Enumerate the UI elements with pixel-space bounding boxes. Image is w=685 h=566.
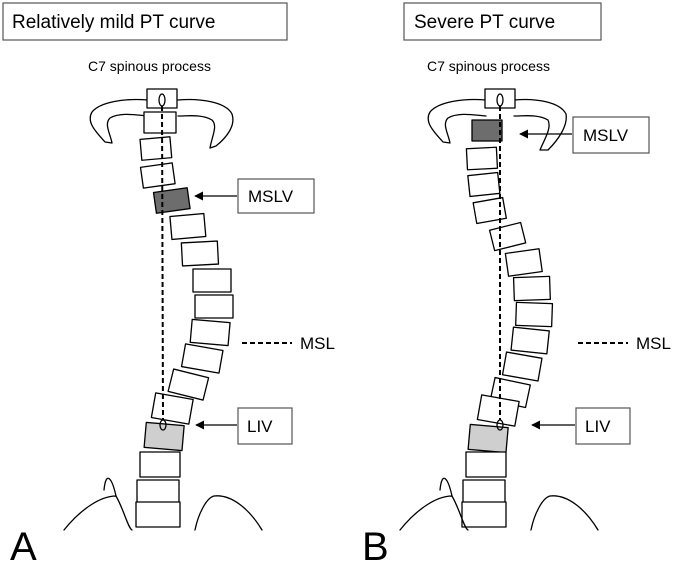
- vertebra: [135, 501, 181, 528]
- mslv-vertebra: [152, 187, 191, 214]
- vertebra: [467, 171, 501, 198]
- mslv-label-box-a: [237, 178, 315, 214]
- pelvis-left-icon: [399, 495, 469, 531]
- rib-left-icon: [89, 98, 149, 144]
- rib-right-icon: [177, 98, 234, 149]
- pelvis-right-icon: [194, 495, 263, 531]
- vertebra: [465, 451, 507, 478]
- vertebra: [461, 501, 507, 528]
- vertebra: [167, 368, 210, 401]
- mslv-vertebra: [471, 119, 503, 142]
- vertebra: [136, 479, 180, 506]
- vertebra: [504, 248, 543, 277]
- vertebra: [501, 351, 543, 382]
- vertebra: [488, 221, 527, 252]
- panel-a-title: Relatively mild PT curve: [12, 12, 215, 33]
- rib-left-icon: [427, 98, 487, 144]
- pelvis-right-icon: [530, 495, 599, 531]
- c7-plumb-line: [161, 105, 164, 421]
- liv-label-a: LIV: [247, 417, 273, 436]
- mslv-label-box-b: [572, 116, 650, 154]
- vertebra: [512, 275, 551, 302]
- panel-a-title-box: [2, 2, 288, 41]
- mslv-label-a: MSLV: [248, 187, 294, 206]
- vertebra: [180, 240, 220, 267]
- liv-vertebra: [467, 423, 509, 454]
- vertebra: [462, 479, 506, 506]
- vertebra: [180, 343, 224, 374]
- panel-a-c7-label: C7 spinous process: [88, 58, 211, 74]
- panel-b-title-box: [403, 2, 602, 41]
- vertebra: [150, 392, 194, 425]
- msl-label-a: MSL: [300, 334, 335, 353]
- pelvis-left-icon: [63, 495, 133, 531]
- liv-label-b: LIV: [585, 417, 611, 436]
- spine-column-a: [135, 88, 234, 528]
- spine-column-b: [461, 88, 554, 528]
- panel-a: Relatively mild PT curve C7 spinous proc…: [2, 2, 335, 566]
- vertebra: [465, 146, 499, 171]
- vertebra: [139, 451, 181, 478]
- panel-b-title: Severe PT curve: [414, 12, 555, 33]
- vertebra: [189, 318, 231, 347]
- vertebra: [143, 111, 177, 134]
- vertebra: [146, 88, 178, 109]
- vertebra: [194, 294, 234, 319]
- vertebra: [139, 162, 176, 189]
- liv-vertebra: [143, 421, 185, 452]
- msl-label-b: MSL: [636, 334, 671, 353]
- vertebra: [510, 326, 550, 355]
- vertebra: [169, 212, 207, 241]
- mslv-label-b: MSLV: [583, 126, 629, 145]
- iliac-left-icon: [103, 477, 117, 497]
- panel-a-letter: A: [10, 525, 37, 566]
- vertebra: [139, 136, 173, 161]
- panel-b: Severe PT curve C7 spinous process MSLV …: [362, 2, 671, 566]
- iliac-left-icon: [439, 477, 453, 497]
- vertebra: [192, 268, 232, 293]
- panel-b-letter: B: [362, 525, 389, 566]
- panel-b-c7-label: C7 spinous process: [427, 58, 550, 74]
- vertebra: [484, 88, 516, 109]
- rib-right-icon: [513, 98, 567, 151]
- liv-label-box-b: [575, 407, 631, 445]
- vertebra: [472, 196, 507, 225]
- vertebra: [515, 301, 554, 328]
- liv-label-box-a: [237, 407, 293, 445]
